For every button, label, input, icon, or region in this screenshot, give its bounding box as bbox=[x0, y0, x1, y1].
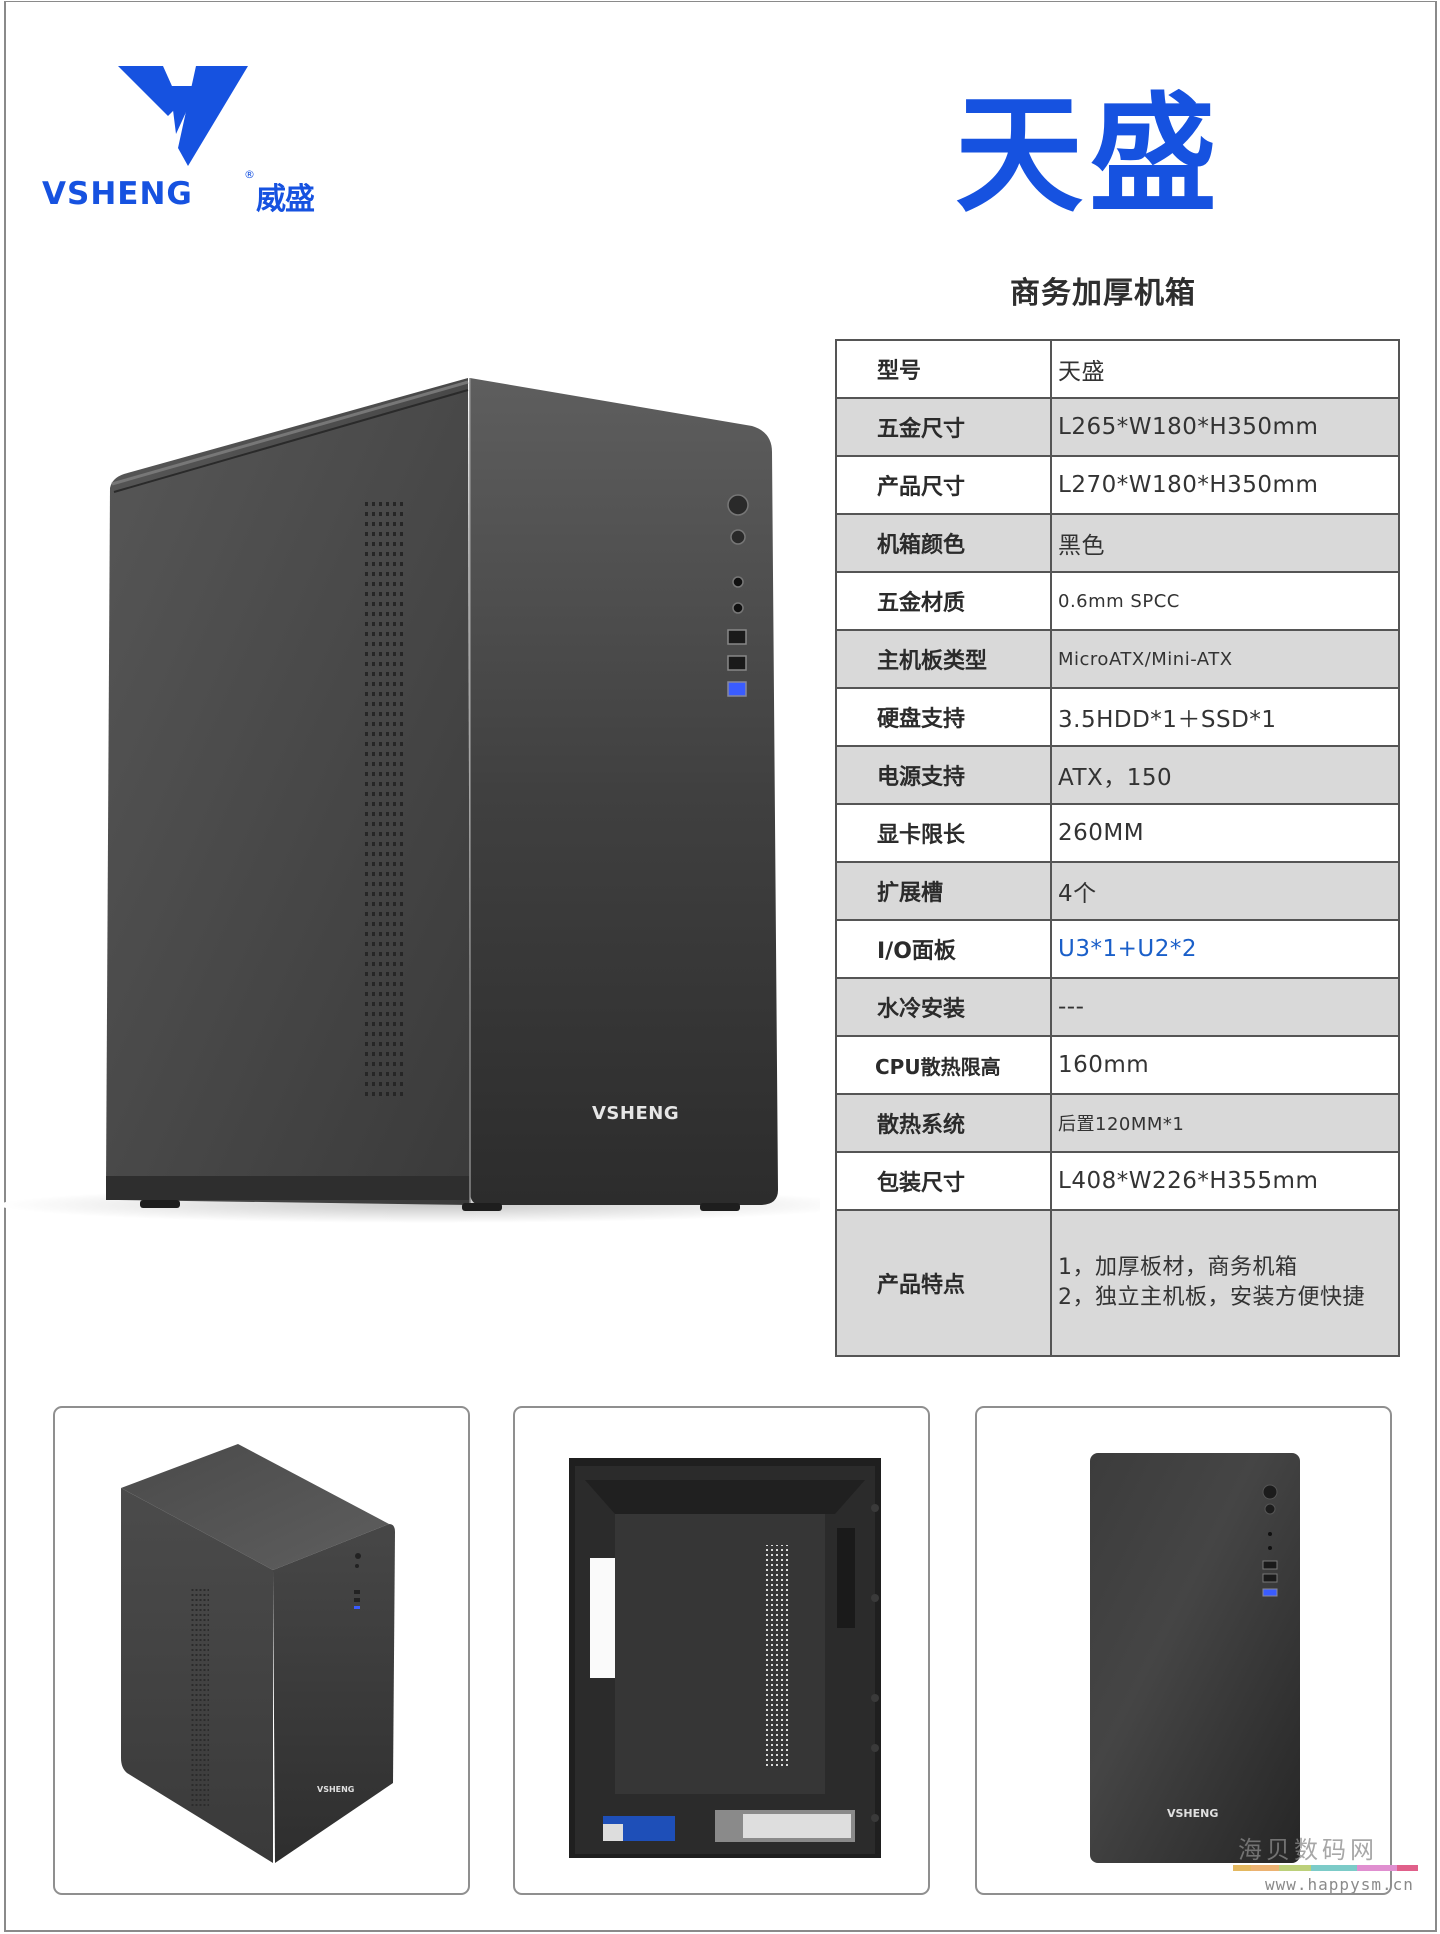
pc-case-illustration bbox=[0, 378, 820, 1223]
watermark-color-bar bbox=[1233, 1865, 1418, 1871]
case-brand-label: VSHENG bbox=[592, 1103, 680, 1124]
brand-logo: VSHENG ® 威盛 bbox=[40, 64, 340, 217]
color-segment bbox=[1233, 1865, 1251, 1871]
spec-value: L265*W180*H350mm bbox=[1050, 397, 1400, 457]
feature-line: 1，加厚板材，商务机箱 bbox=[1058, 1255, 1298, 1280]
spec-label: 五金材质 bbox=[835, 571, 1052, 631]
color-segment bbox=[1311, 1865, 1357, 1871]
spec-value: --- bbox=[1050, 977, 1400, 1037]
color-segment bbox=[1251, 1865, 1279, 1871]
spec-label: 产品尺寸 bbox=[835, 455, 1052, 515]
feature-line: 2，独立主机板，安装方便快捷 bbox=[1058, 1285, 1365, 1310]
color-segment bbox=[1357, 1865, 1397, 1871]
spec-row: 水冷安装--- bbox=[835, 977, 1400, 1037]
spec-row: 型号天盛 bbox=[835, 339, 1400, 399]
spec-value-features: 1，加厚板材，商务机箱 2，独立主机板，安装方便快捷 bbox=[1050, 1209, 1400, 1357]
spec-label: 主机板类型 bbox=[835, 629, 1052, 689]
watermark-site-name: 海贝数码网 bbox=[1238, 1836, 1378, 1864]
registered-mark: ® bbox=[244, 168, 255, 181]
spec-label: 水冷安装 bbox=[835, 977, 1052, 1037]
front-io-panel bbox=[727, 494, 749, 697]
spec-value: 0.6mm SPCC bbox=[1050, 571, 1400, 631]
product-subtitle: 商务加厚机箱 bbox=[1010, 276, 1196, 311]
spec-value: U3*1+U2*2 bbox=[1050, 919, 1400, 979]
spec-value: 4个 bbox=[1050, 861, 1400, 921]
spec-label: 硬盘支持 bbox=[835, 687, 1052, 747]
spec-label: 显卡限长 bbox=[835, 803, 1052, 863]
spec-row: 散热系统后置120MM*1 bbox=[835, 1093, 1400, 1153]
spec-label: 包装尺寸 bbox=[835, 1151, 1052, 1211]
spec-value: L270*W180*H350mm bbox=[1050, 455, 1400, 515]
spec-label: CPU散热限高 bbox=[835, 1035, 1052, 1095]
spec-label: 电源支持 bbox=[835, 745, 1052, 805]
gallery-card-interior bbox=[513, 1406, 930, 1895]
brand-wordmark: VSHENG bbox=[42, 176, 193, 212]
spec-label: 散热系统 bbox=[835, 1093, 1052, 1153]
model-title: 天盛 bbox=[955, 81, 1224, 230]
brand-name-cn: 威盛 bbox=[256, 182, 315, 217]
spec-value: 260MM bbox=[1050, 803, 1400, 863]
watermark: 海贝数码网 www.happysm.cn bbox=[1233, 1830, 1423, 1900]
spec-value: 3.5HDD*1＋SSD*1 bbox=[1050, 687, 1400, 747]
gallery-card-front: VSHENG bbox=[975, 1406, 1392, 1895]
watermark-url: www.happysm.cn bbox=[1265, 1875, 1414, 1894]
spec-value: MicroATX/Mini-ATX bbox=[1050, 629, 1400, 689]
spec-label: 产品特点 bbox=[835, 1209, 1052, 1357]
vent-grid bbox=[362, 500, 404, 1100]
gallery-card-angled: VSHENG bbox=[53, 1406, 470, 1895]
spec-label: 机箱颜色 bbox=[835, 513, 1052, 573]
spec-label: 扩展槽 bbox=[835, 861, 1052, 921]
spec-label: I/O面板 bbox=[835, 919, 1052, 979]
spec-value: L408*W226*H355mm bbox=[1050, 1151, 1400, 1211]
spec-label: 型号 bbox=[835, 339, 1052, 399]
hero-product-image: VSHENG bbox=[0, 360, 820, 1260]
pc-case-interior-illustration bbox=[569, 1458, 881, 1858]
color-segment bbox=[1397, 1865, 1418, 1871]
case-brand-label: VSHENG bbox=[317, 1785, 355, 1794]
pc-case-front-illustration bbox=[1090, 1453, 1300, 1863]
spec-row: 机箱颜色黑色 bbox=[835, 513, 1400, 573]
pc-case-angled-illustration bbox=[121, 1444, 395, 1863]
spec-row-features: 产品特点 1，加厚板材，商务机箱 2，独立主机板，安装方便快捷 bbox=[835, 1209, 1400, 1357]
spec-label: 五金尺寸 bbox=[835, 397, 1052, 457]
spec-value: 后置120MM*1 bbox=[1050, 1093, 1400, 1153]
spec-value: 天盛 bbox=[1050, 339, 1400, 399]
v-logo-icon bbox=[118, 66, 248, 166]
case-brand-label: VSHENG bbox=[1167, 1807, 1219, 1820]
spec-value: 160mm bbox=[1050, 1035, 1400, 1095]
spec-value: 黑色 bbox=[1050, 513, 1400, 573]
spec-value: ATX，150 bbox=[1050, 745, 1400, 805]
color-segment bbox=[1279, 1865, 1311, 1871]
